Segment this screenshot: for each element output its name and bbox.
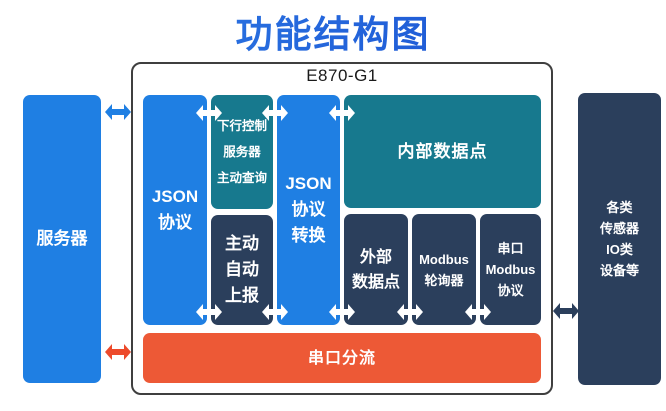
box-label-line: 外部: [359, 248, 392, 266]
server-serial-arrow-icon: [105, 344, 131, 360]
box-label-line: 设备等: [599, 263, 639, 278]
server-box: 服务器: [23, 95, 101, 383]
box-label-line: 协议: [158, 213, 192, 232]
device-peripherals-arrow-icon: [553, 303, 579, 319]
box-label-line: 数据点: [351, 273, 400, 291]
box-label-line: 协议: [497, 283, 524, 298]
internal-arrow-icon: [329, 105, 355, 121]
device-name: E870-G1: [306, 66, 378, 85]
internal-arrow-icon: [465, 304, 491, 320]
serial-modbus-protocol-box: 串口 Modbus 协议: [480, 214, 541, 325]
box-label-line: 上报: [225, 286, 259, 305]
box-label-line: 自动: [225, 260, 259, 279]
internal-arrow-icon: [196, 105, 222, 121]
external-data-points-box: 外部 数据点: [344, 214, 408, 325]
internal-arrow-icon: [397, 304, 423, 320]
box-label-line: Modbus: [485, 262, 536, 277]
box-label-line: 下行控制: [216, 119, 267, 133]
internal-arrow-icon: [329, 304, 355, 320]
box-label-line: Modbus: [419, 251, 469, 267]
peripherals-box: 各类 传感器 IO类 设备等: [578, 93, 661, 385]
box-label-line: 服务器: [223, 145, 261, 159]
serial-split-box: 串口分流: [143, 333, 541, 383]
server-label: 服务器: [36, 229, 88, 248]
internal-arrow-icon: [262, 105, 288, 121]
box-label-line: 串口: [497, 241, 524, 256]
server-device-arrow-icon: [105, 104, 131, 120]
json-convert-box: JSON 协议 转换: [277, 95, 340, 325]
box-label-line: 转换: [291, 226, 326, 245]
box-label-line: 主动查询: [216, 171, 267, 185]
page-title: 功能结构图: [0, 4, 666, 58]
modbus-poller-box: Modbus 轮询器: [412, 214, 476, 325]
box-label-line: 传感器: [599, 221, 639, 236]
auto-report-box: 主动 自动 上报: [211, 215, 273, 325]
box-label-line: 主动: [225, 234, 259, 253]
box-label: 串口分流: [307, 349, 376, 367]
internal-arrow-icon: [196, 304, 222, 320]
box-label-line: 协议: [291, 200, 326, 219]
box-label-line: IO类: [606, 242, 633, 257]
box-label-line: 轮询器: [424, 272, 464, 288]
internal-arrow-icon: [262, 304, 288, 320]
json-protocol-box: JSON 协议: [143, 95, 207, 325]
box-label: 内部数据点: [397, 141, 488, 161]
box-label-line: JSON: [151, 187, 199, 206]
internal-data-points-box: 内部数据点: [344, 95, 541, 208]
box-label-line: 各类: [606, 200, 633, 215]
box-label-line: JSON: [285, 174, 332, 193]
downlink-control-query-box: 下行控制 服务器 主动查询: [211, 95, 273, 209]
